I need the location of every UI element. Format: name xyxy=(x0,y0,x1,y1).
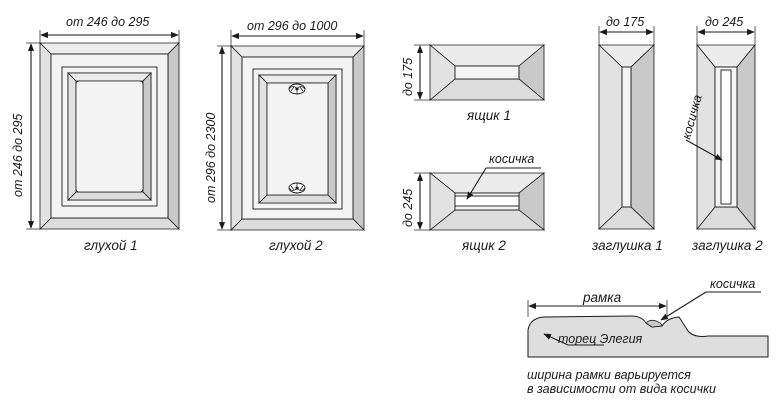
yashchik2-height-label: до 245 xyxy=(401,189,415,227)
panel-gluhoy-2 xyxy=(217,30,365,231)
yashchik2-caption: ящик 2 xyxy=(461,238,506,253)
yashchik1-caption: ящик 1 xyxy=(466,108,511,123)
gluhoy2-height-label: от 296 до 2300 xyxy=(204,113,218,203)
zaglushka1-caption: заглушка 1 xyxy=(591,238,663,253)
ornament-top-icon xyxy=(288,83,306,95)
gluhoy2-width-label: от 296 до 1000 xyxy=(247,19,337,33)
yashchik2-callout-label: косичка xyxy=(489,152,534,166)
gluhoy1-width-label: от 246 до 295 xyxy=(66,15,149,29)
profile-frame-label: рамка xyxy=(582,290,622,305)
profile-note-line1: ширина рамки варьируется xyxy=(527,368,691,382)
panel-zaglushka-1 xyxy=(598,26,655,230)
gluhoy1-height-label: от 246 до 295 xyxy=(11,114,25,197)
panel-zaglushka-2 xyxy=(685,26,756,231)
profile-end-label: торец Элегия xyxy=(558,332,643,346)
yashchik1-height-label: до 175 xyxy=(401,58,415,96)
panel-gluhoy-1 xyxy=(26,30,180,230)
panel-yashchik-1 xyxy=(414,44,546,101)
panel-yashchik-2 xyxy=(414,167,546,231)
zaglushka2-width-label: до 245 xyxy=(705,15,743,29)
zaglushka2-caption: заглушка 2 xyxy=(691,238,763,253)
gluhoy1-caption: глухой 1 xyxy=(84,238,138,253)
ornament-bottom-icon xyxy=(288,182,306,194)
profile-callout-label: косичка xyxy=(710,277,755,291)
gluhoy2-caption: глухой 2 xyxy=(269,238,323,253)
zaglushka1-width-label: до 175 xyxy=(606,15,644,29)
profile-note-line2: в зависимости от вида косички xyxy=(527,382,716,396)
profile-section xyxy=(527,291,769,358)
